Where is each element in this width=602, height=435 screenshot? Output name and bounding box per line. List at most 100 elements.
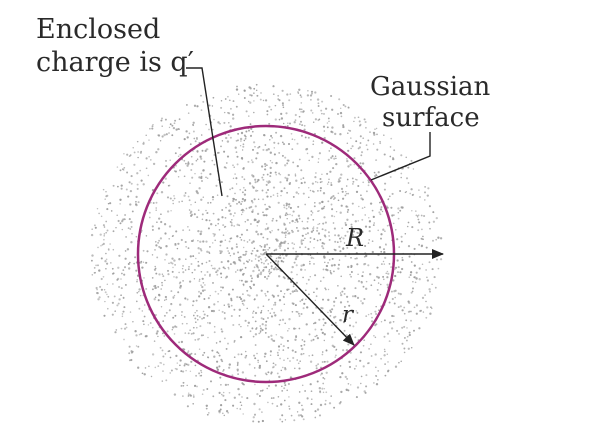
charge-dot [142, 320, 145, 323]
charge-dot [360, 194, 362, 197]
charge-dot [388, 301, 391, 304]
charge-dot [372, 131, 376, 135]
charge-dot [275, 174, 277, 176]
charge-dot [185, 363, 188, 366]
charge-dot [227, 303, 230, 306]
charge-dot [288, 203, 291, 206]
charge-dot [117, 266, 120, 269]
charge-dot [278, 172, 281, 175]
charge-dot [218, 391, 221, 394]
charge-dot [383, 335, 386, 338]
charge-dot [413, 329, 415, 332]
charge-dot [131, 350, 134, 353]
charge-dot [357, 116, 360, 119]
charge-dot [323, 216, 326, 219]
charge-dot [170, 290, 173, 293]
charge-dot [200, 271, 203, 273]
charge-dot [379, 142, 382, 145]
charge-dot [353, 163, 356, 166]
charge-dot [235, 198, 237, 201]
charge-dot [239, 260, 242, 262]
charge-dot [330, 183, 333, 187]
charge-dot [321, 173, 323, 176]
charge-dot [378, 309, 380, 312]
charge-dot [430, 306, 432, 309]
charge-dot [106, 283, 109, 286]
charge-dot [262, 148, 265, 151]
charge-dot [218, 365, 221, 368]
charge-dot [258, 395, 261, 397]
charge-dot [342, 125, 345, 129]
charge-dot [318, 387, 321, 390]
charge-dot [134, 256, 137, 259]
charge-dot [425, 246, 428, 249]
charge-dot [119, 222, 122, 225]
charge-dot [106, 262, 109, 265]
charge-dot [262, 198, 265, 201]
charge-dot [187, 226, 189, 228]
charge-dot [247, 324, 249, 327]
charge-dot [231, 113, 235, 116]
charge-dot [360, 281, 363, 284]
charge-dot [241, 396, 243, 398]
charge-dot [142, 141, 145, 144]
charge-dot [414, 210, 417, 212]
charge-dot [384, 350, 386, 353]
charge-dot [401, 342, 404, 345]
charge-dot [137, 345, 140, 348]
charge-dot [257, 146, 259, 149]
charge-dot [312, 143, 315, 146]
charge-dot [328, 402, 332, 405]
charge-dot [135, 235, 138, 238]
charge-dot [283, 381, 286, 384]
charge-dot [282, 257, 285, 260]
charge-dot [300, 312, 303, 316]
charge-dot [340, 173, 343, 176]
charge-dot [346, 246, 349, 249]
charge-dot [213, 355, 216, 358]
charge-dot [159, 346, 162, 349]
charge-dot [103, 235, 105, 237]
charge-dot [107, 202, 110, 205]
small-radius-arrow [265, 253, 355, 346]
charge-dot [228, 121, 230, 124]
charge-dot [282, 345, 285, 348]
charge-dot [392, 279, 395, 282]
charge-dot [108, 249, 110, 251]
charge-dot [178, 271, 180, 274]
charge-dot [135, 195, 138, 199]
charge-dot [435, 216, 438, 220]
charge-dot [159, 140, 162, 142]
charge-dot [259, 325, 261, 327]
charge-dot [193, 137, 196, 140]
charge-dot [326, 360, 329, 363]
charge-dot [315, 172, 317, 174]
charge-dot [228, 268, 230, 270]
charge-dot [358, 205, 360, 208]
charge-dot [423, 191, 427, 194]
charge-dot [220, 286, 222, 288]
charge-dot [178, 146, 181, 149]
charge-dot [407, 166, 410, 169]
charge-dot [182, 264, 185, 267]
charge-dot [291, 277, 294, 280]
charge-dot [272, 85, 275, 88]
charge-dot [307, 247, 310, 251]
charge-dot [294, 304, 297, 307]
charge-dot [340, 275, 342, 278]
charge-dot [335, 210, 338, 213]
charge-dot [213, 331, 216, 334]
charge-dot [138, 290, 140, 293]
charge-dot [325, 288, 327, 291]
charge-dot [386, 270, 389, 273]
charge-dot [241, 300, 244, 303]
charge-dot [245, 354, 248, 357]
charge-dot [161, 135, 164, 138]
charge-dot [374, 336, 377, 339]
charge-dot [315, 287, 319, 290]
charge-dot [318, 318, 321, 321]
charge-dot [352, 230, 356, 233]
charge-dot [329, 309, 332, 312]
charge-dot [220, 181, 223, 184]
charge-dot [270, 271, 272, 274]
